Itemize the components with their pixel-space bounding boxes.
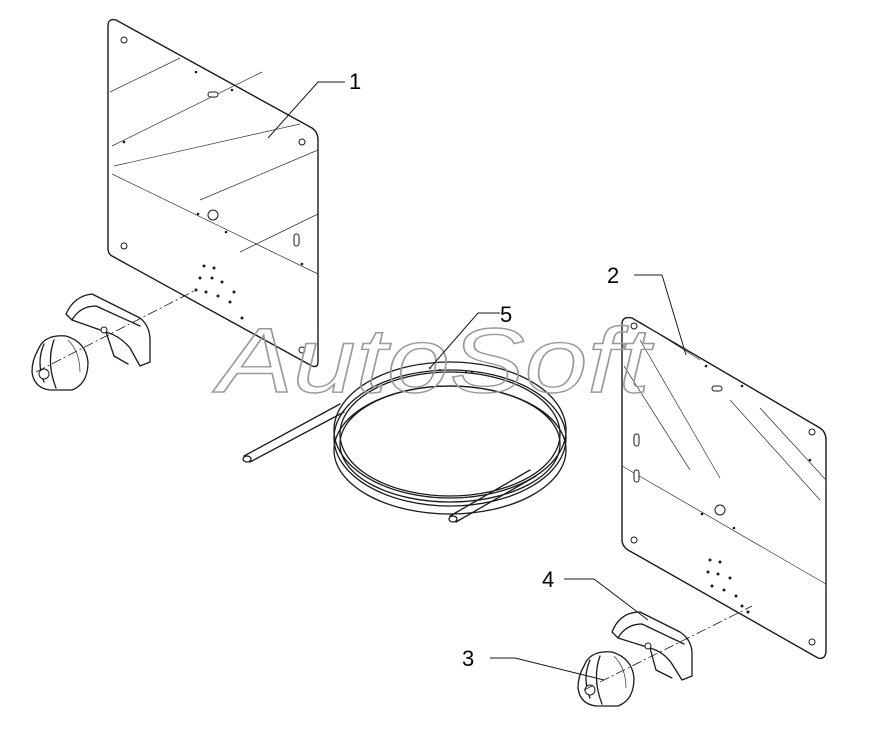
lamp-bracket-right <box>611 611 693 681</box>
callout-3: 3 <box>462 646 605 681</box>
cable-coil <box>242 361 567 523</box>
callout-2: 2 <box>607 263 687 356</box>
callout-1: 1 <box>267 69 361 139</box>
reflector-plate-left <box>107 18 319 368</box>
lamp-right <box>577 651 635 707</box>
lamp-bracket-left <box>65 293 151 367</box>
lamp-left <box>31 335 89 391</box>
axis-line-right <box>583 605 753 691</box>
callout-number-2: 2 <box>607 263 619 288</box>
watermark-text: AutoSoft <box>212 310 654 412</box>
reflector-plate-right <box>621 316 827 660</box>
callout-4: 4 <box>542 567 649 621</box>
callout-5: 5 <box>429 302 512 369</box>
callout-number-5: 5 <box>500 302 512 327</box>
callout-number-4: 4 <box>542 567 554 592</box>
axis-line-left <box>35 289 197 373</box>
callout-number-1: 1 <box>349 69 361 94</box>
callout-number-3: 3 <box>462 646 474 671</box>
